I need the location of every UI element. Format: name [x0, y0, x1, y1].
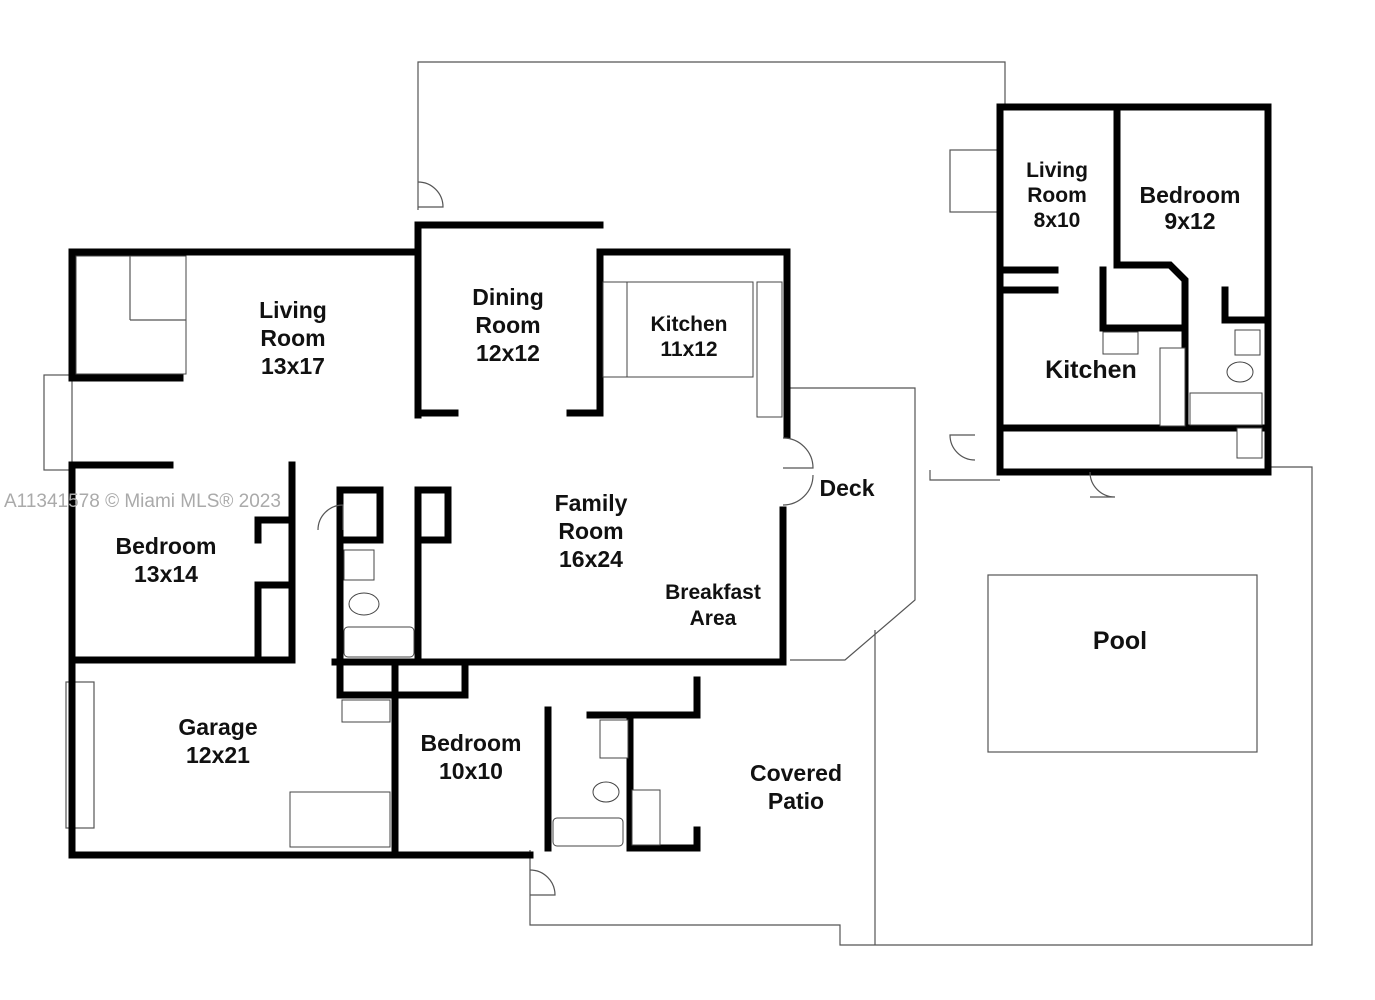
dining-room-label: Room	[475, 312, 540, 338]
kitchen-size: 11x12	[660, 338, 717, 361]
garage-size: 12x21	[186, 742, 250, 768]
guest-bedroom-size: 9x12	[1164, 208, 1215, 234]
living-room-size: 13x17	[261, 353, 325, 379]
deck-label: Deck	[820, 475, 875, 501]
bathtub	[343, 626, 415, 658]
dining-room-size: 12x12	[476, 340, 540, 366]
door-swing	[417, 181, 444, 208]
kitchen-counter	[602, 281, 754, 378]
bedroom-label: Bedroom	[421, 730, 522, 756]
guest-bedroom-label: Bedroom	[1140, 182, 1241, 208]
covered-patio-label: Covered	[750, 760, 842, 786]
watermark: A11341578 © Miami MLS® 2023	[4, 491, 281, 512]
room-labels: Living Room 13x17 Dining Room 12x12 Kitc…	[116, 159, 1241, 814]
garage-shower	[289, 791, 391, 848]
toilet	[348, 592, 380, 616]
guest-living-room-label: Living	[1026, 159, 1088, 182]
family-room-label: Family	[555, 490, 628, 516]
pool-label: Pool	[1093, 627, 1147, 655]
sink	[343, 549, 375, 581]
fixtures	[75, 181, 1263, 896]
bedroom-size: 10x10	[439, 758, 503, 784]
main-house-walls	[68, 221, 791, 859]
breakfast-area-label: Area	[690, 607, 737, 630]
guest-living-room-label: Room	[1027, 184, 1087, 207]
garage-label: Garage	[178, 714, 257, 740]
outdoor-outlines	[43, 61, 1313, 946]
bedroom-size: 13x14	[134, 561, 198, 587]
stairs	[75, 255, 187, 375]
guest-living-room-size: 8x10	[1034, 209, 1081, 232]
family-room-size: 16x24	[559, 546, 623, 572]
breakfast-area-label: Breakfast	[665, 581, 761, 604]
family-room-label: Room	[558, 518, 623, 544]
living-room-label: Room	[260, 325, 325, 351]
kitchen-label: Kitchen	[650, 313, 727, 336]
living-room-label: Living	[259, 297, 327, 323]
bedroom-label: Bedroom	[116, 533, 217, 559]
pool-outline	[987, 574, 1258, 753]
dining-room-label: Dining	[472, 284, 544, 310]
guest-kitchen-label: Kitchen	[1045, 356, 1137, 384]
covered-patio-label: Patio	[768, 788, 824, 814]
